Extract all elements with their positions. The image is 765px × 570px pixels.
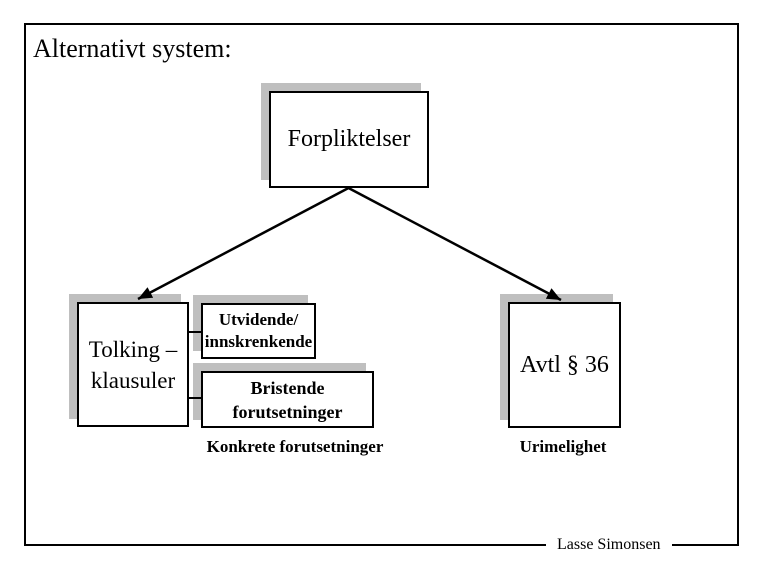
box-bristende-forutsetninger: Bristende forutsetninger [201,371,374,428]
slide-title: Alternativt system: [33,34,232,63]
box-avtl-36: Avtl § 36 [508,302,621,428]
slide-border [24,23,739,546]
box-utvidende-line1: Utvidende/ [218,310,299,329]
box-tolking-line1: Tolking – [88,336,178,362]
box-utvidende-innskrenkende: Utvidende/ innskrenkende [201,303,316,359]
box-tolking-klausuler: Tolking – klausuler [77,302,189,427]
box-forpliktelser: Forpliktelser [269,91,429,188]
box-tolking-line2: klausuler [90,367,176,393]
box-utvidende-line2: innskrenkende [204,332,313,351]
box-bristende-line1: Bristende [250,377,325,398]
box-bristende-line2: forutsetninger [232,401,343,422]
box-forpliktelser-label: Forpliktelser [287,126,411,152]
footer-author: Lasse Simonsen [546,535,672,555]
caption-konkrete-forutsetninger: Konkrete forutsetninger [206,437,384,456]
box-avtl-36-label: Avtl § 36 [520,351,609,378]
caption-urimelighet: Urimelighet [519,437,607,456]
